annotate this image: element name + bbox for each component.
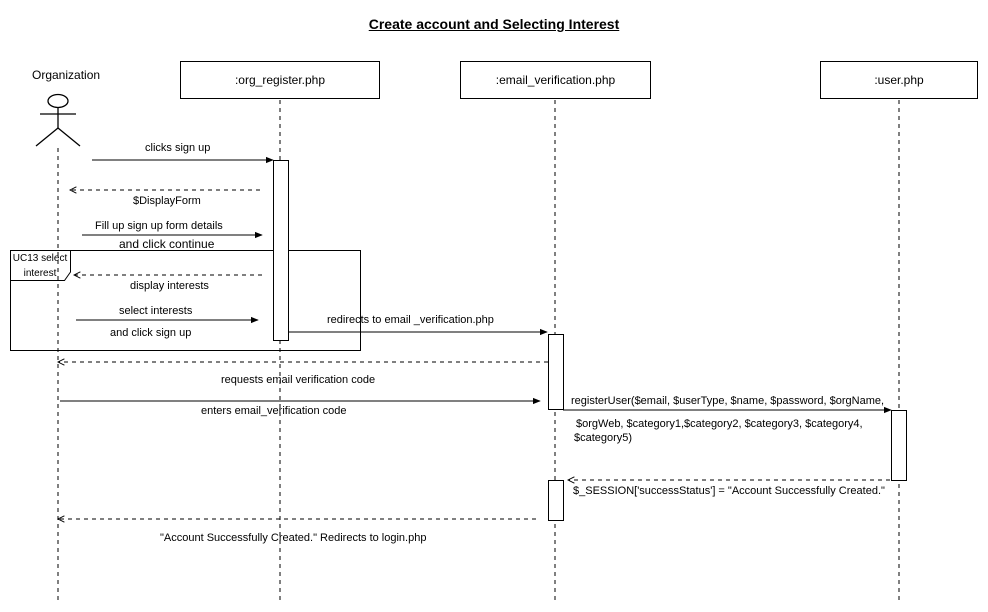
activation-user <box>891 410 907 481</box>
actor-stick-figure <box>35 93 81 147</box>
activation-email-verification-2 <box>548 480 564 521</box>
msg-label-register-user-1: registerUser($email, $userType, $name, $… <box>571 395 885 407</box>
fragment-label-line2: interest <box>23 268 57 279</box>
msg-label-select-interests: select interests <box>119 305 193 317</box>
msg-label-display-interests: display interests <box>130 280 209 292</box>
msg-label-enter-code: enters email_verification code <box>201 405 347 417</box>
msg-label-fill-form: Fill up sign up form details <box>95 220 223 232</box>
activation-email-verification-1 <box>548 334 564 410</box>
msg-label-clicks-sign-up: clicks sign up <box>145 142 211 154</box>
msg-label-register-user-2: $orgWeb, $category1,$category2, $categor… <box>576 418 863 430</box>
msg-label-request-code: requests email verification code <box>221 374 376 386</box>
participant-user: :user.php <box>820 61 978 99</box>
actor-organization-label: Organization <box>32 68 101 82</box>
msg-label-click-sign-up: and click sign up <box>110 327 192 339</box>
msg-label-redirect: redirects to email _verification.php <box>327 314 494 326</box>
fragment-label-line1: UC13 select <box>12 253 68 264</box>
msg-label-display-form: $DisplayForm <box>133 195 201 207</box>
activation-org-register <box>273 160 289 341</box>
participant-email-verification: :email_verification.php <box>460 61 651 99</box>
msg-label-register-user-3: $category5) <box>574 432 633 444</box>
diagram-title: Create account and Selecting Interest <box>368 16 620 32</box>
msg-label-session: $_SESSION['successStatus'] = "Account Su… <box>573 485 885 497</box>
participant-org-register: :org_register.php <box>180 61 380 99</box>
msg-label-click-continue: and click continue <box>119 237 215 251</box>
msg-label-success: "Account Successfully Created." Redirect… <box>160 532 427 544</box>
fragment-tag-border <box>10 250 71 281</box>
fragment-frame <box>10 250 361 351</box>
